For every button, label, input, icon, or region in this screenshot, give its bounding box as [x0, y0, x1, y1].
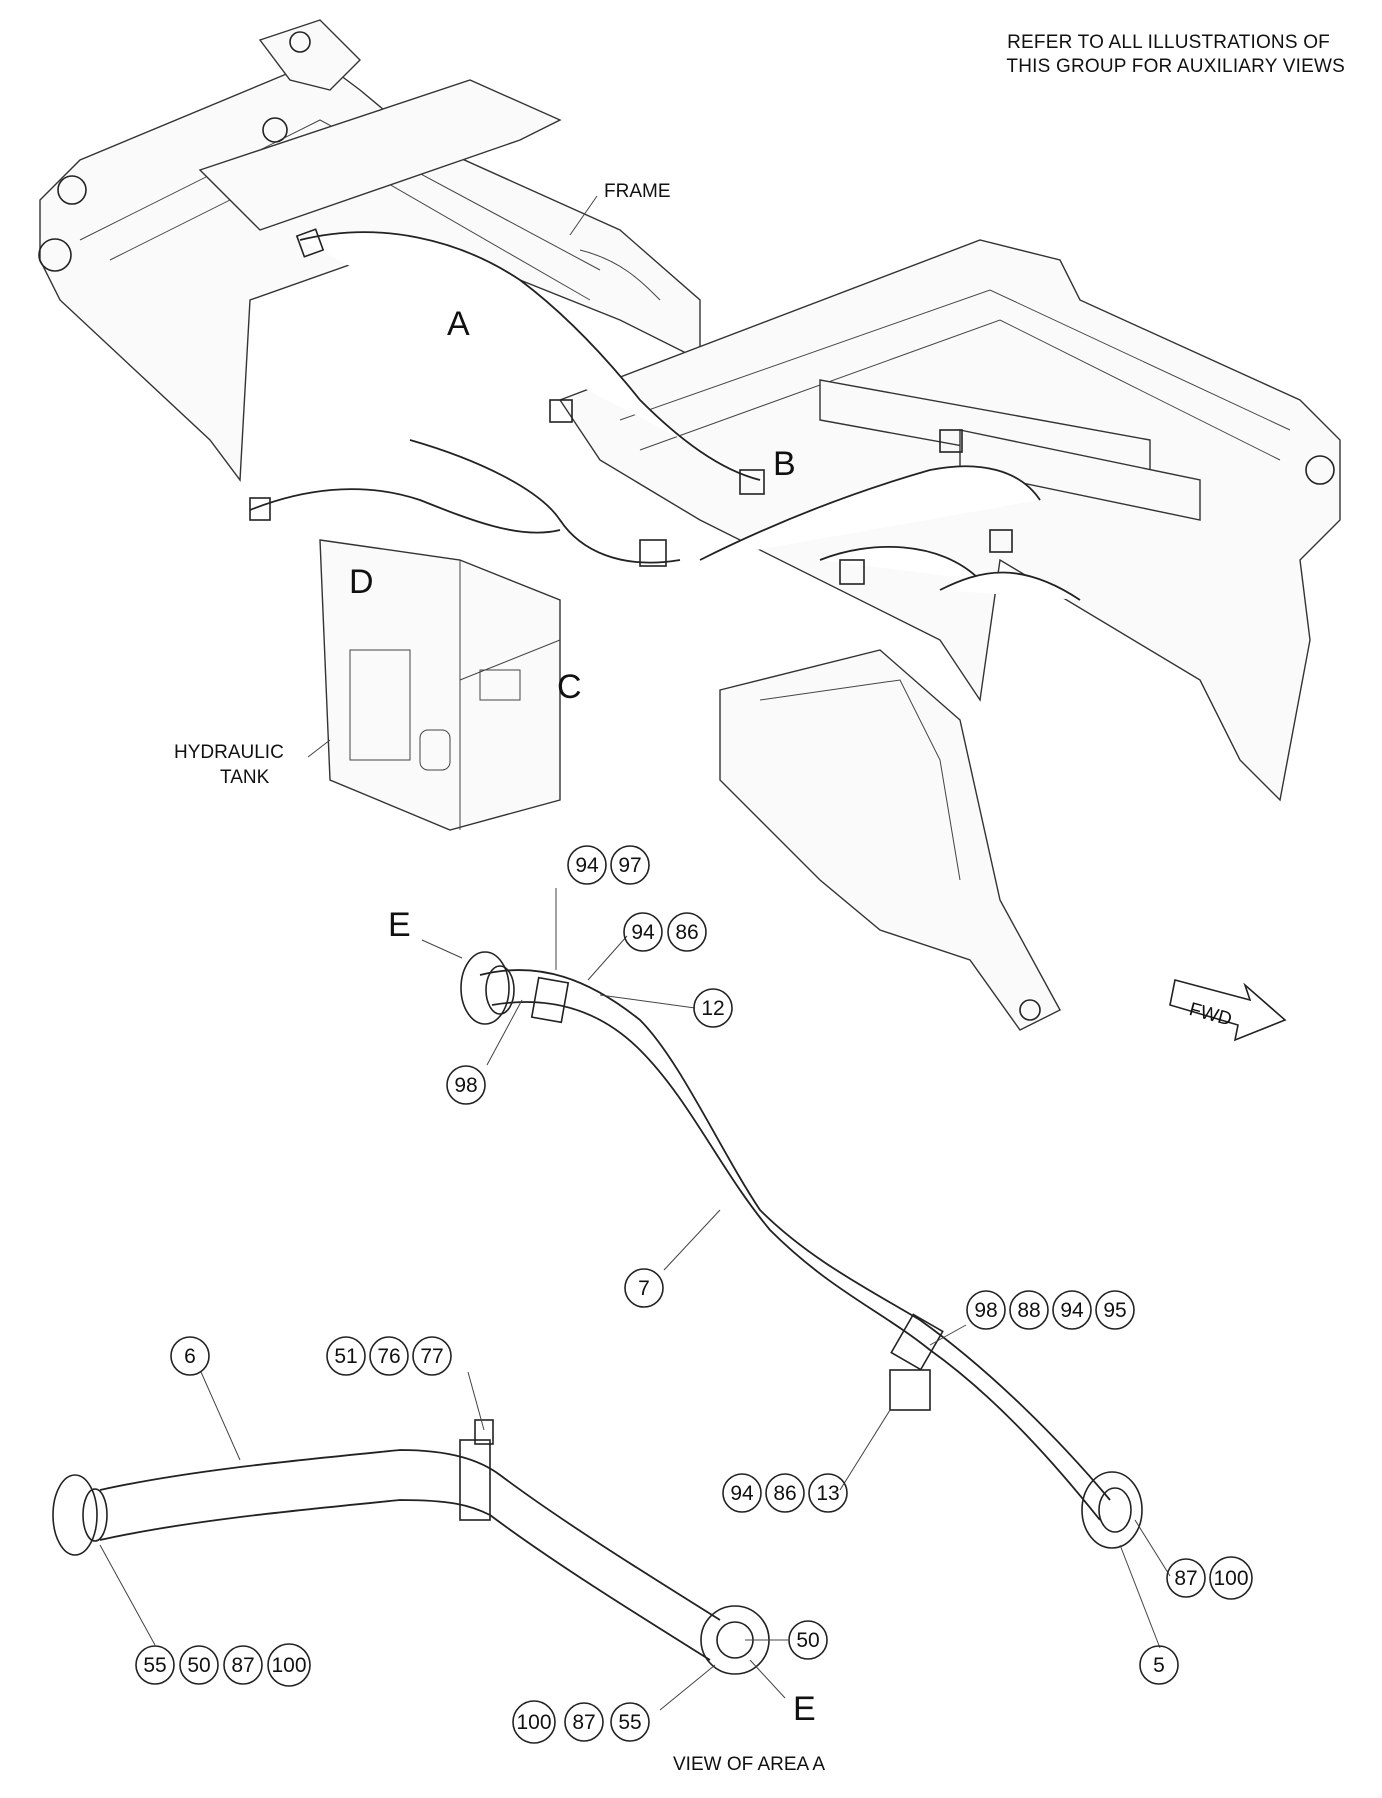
hose-6	[52, 1419, 770, 1675]
view-caption: VIEW OF AREA A	[673, 1754, 825, 1775]
callout-6: 6	[170, 1336, 210, 1376]
svg-text:100: 100	[516, 1711, 551, 1734]
fwd-label: FWD	[1187, 999, 1234, 1030]
svg-text:87: 87	[231, 1654, 254, 1677]
callout-98-left: 98	[446, 1065, 486, 1105]
callouts: 94 97 94 86 12 98 7 98 88 94 95 94 86 13…	[135, 845, 1253, 1744]
svg-text:13: 13	[816, 1482, 839, 1505]
callout-100-right: 100	[1209, 1556, 1253, 1600]
area-letter-c: C	[557, 668, 582, 706]
callout-55-bottom: 55	[610, 1702, 650, 1742]
svg-text:98: 98	[454, 1074, 477, 1097]
svg-text:100: 100	[1213, 1567, 1248, 1590]
svg-text:87: 87	[1174, 1567, 1197, 1590]
hose-7	[460, 951, 1143, 1549]
svg-text:50: 50	[187, 1654, 210, 1677]
svg-text:86: 86	[675, 921, 698, 944]
frame-assembly	[38, 19, 1341, 1031]
callout-95: 95	[1095, 1290, 1135, 1330]
fwd-arrow-icon: FWD	[1169, 979, 1287, 1042]
svg-text:87: 87	[572, 1711, 595, 1734]
svg-text:51: 51	[334, 1345, 357, 1368]
svg-text:95: 95	[1103, 1299, 1126, 1322]
svg-text:94: 94	[631, 921, 655, 944]
frame-label: FRAME	[604, 181, 671, 202]
callout-12: 12	[693, 988, 733, 1028]
callout-50-mid: 50	[788, 1620, 828, 1660]
refer-note-line-1: REFER TO ALL ILLUSTRATIONS OF	[1007, 32, 1330, 53]
hydraulic-tank	[319, 539, 561, 831]
area-letter-e-top: E	[388, 906, 411, 944]
callout-86-mid: 86	[667, 912, 707, 952]
callout-7: 7	[624, 1268, 664, 1308]
callout-97: 97	[610, 845, 650, 885]
area-letter-a: A	[447, 305, 470, 343]
callout-100-left: 100	[267, 1643, 311, 1687]
svg-text:77: 77	[420, 1345, 443, 1368]
callout-51: 51	[326, 1336, 366, 1376]
svg-text:6: 6	[184, 1345, 196, 1368]
area-letter-b: B	[773, 445, 796, 483]
callout-76: 76	[369, 1336, 409, 1376]
svg-text:98: 98	[974, 1299, 997, 1322]
svg-text:7: 7	[638, 1277, 650, 1300]
callout-98-right: 98	[966, 1290, 1006, 1330]
hydraulic-tank-label-line-2: TANK	[220, 767, 270, 788]
callout-86-low: 86	[765, 1473, 805, 1513]
svg-text:100: 100	[271, 1654, 306, 1677]
callout-94-right: 94	[1052, 1290, 1092, 1330]
callout-87-bottom: 87	[564, 1702, 604, 1742]
leader-lines	[99, 195, 1171, 1711]
callout-88: 88	[1009, 1290, 1049, 1330]
refer-note-line-2: THIS GROUP FOR AUXILIARY VIEWS	[1006, 56, 1345, 77]
hydraulic-tank-label-line-1: HYDRAULIC	[174, 742, 284, 763]
callout-77: 77	[412, 1336, 452, 1376]
callout-100-bottom: 100	[512, 1700, 556, 1744]
callout-94-mid: 94	[623, 912, 663, 952]
area-letter-e-bottom: E	[793, 1690, 816, 1728]
svg-text:88: 88	[1017, 1299, 1040, 1322]
callout-87-right: 87	[1166, 1558, 1206, 1598]
callout-94-top: 94	[567, 845, 607, 885]
area-letter-d: D	[349, 563, 374, 601]
svg-text:94: 94	[575, 854, 599, 877]
svg-text:94: 94	[730, 1482, 754, 1505]
svg-text:55: 55	[143, 1654, 166, 1677]
callout-50-left: 50	[179, 1645, 219, 1685]
svg-text:50: 50	[796, 1629, 819, 1652]
svg-text:5: 5	[1153, 1654, 1165, 1677]
callout-13: 13	[808, 1473, 848, 1513]
svg-text:76: 76	[377, 1345, 400, 1368]
svg-text:86: 86	[773, 1482, 796, 1505]
callout-87-left: 87	[223, 1645, 263, 1685]
svg-text:94: 94	[1060, 1299, 1084, 1322]
svg-text:55: 55	[618, 1711, 641, 1734]
callout-55-left: 55	[135, 1645, 175, 1685]
svg-text:97: 97	[618, 854, 641, 877]
callout-5: 5	[1139, 1645, 1179, 1685]
svg-text:12: 12	[701, 997, 724, 1020]
callout-94-low: 94	[722, 1473, 762, 1513]
